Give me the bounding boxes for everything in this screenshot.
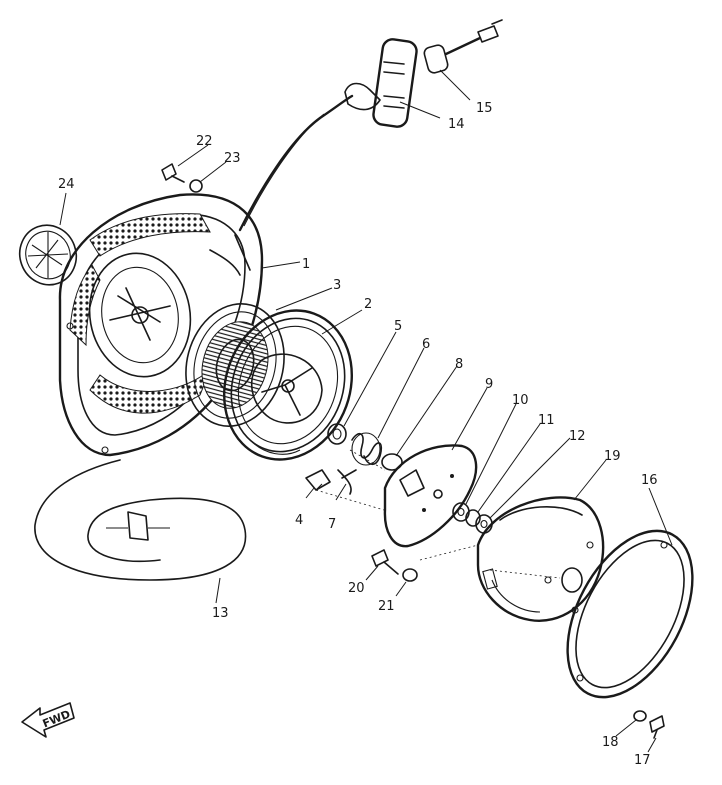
assembly-alignment-lines: [315, 449, 561, 579]
grip-handle-part-14: [344, 38, 418, 128]
emblem-part-24: [18, 224, 78, 286]
label-part-10: 10: [512, 393, 529, 408]
label-part-22: 22: [196, 134, 213, 149]
label-part-13: 13: [212, 606, 229, 621]
fwd-label: FWD: [41, 708, 73, 731]
pawl-part-4: [305, 469, 331, 491]
label-part-1: 1: [302, 257, 310, 272]
label-part-6: 6: [422, 337, 430, 352]
label-part-11: 11: [538, 413, 555, 428]
label-part-20: 20: [348, 581, 365, 596]
drive-plate-part-9: [383, 444, 478, 548]
gasket-part-16: [566, 529, 694, 699]
starter-cable: [238, 94, 354, 232]
label-part-2: 2: [364, 297, 372, 312]
bolt-part-22: [161, 163, 185, 183]
label-part-23: 23: [224, 151, 241, 166]
label-part-17: 17: [634, 753, 651, 768]
label-part-9: 9: [485, 377, 493, 392]
label-part-4: 4: [295, 513, 303, 528]
label-part-7: 7: [328, 517, 336, 532]
starter-rope-part-13: [34, 459, 247, 581]
fwd-arrow-icon: FWD: [21, 702, 75, 738]
washer-part-11: [465, 509, 481, 527]
label-part-21: 21: [378, 599, 395, 614]
label-part-14: 14: [448, 117, 465, 132]
starter-housing-part-1: [58, 193, 264, 457]
washer-part-21: [402, 568, 418, 582]
grip-end-part-15: [423, 19, 503, 74]
clip-part-8: [381, 453, 403, 471]
callout-leader-lines: [59, 69, 673, 753]
spring-part-6: [351, 432, 383, 466]
label-part-15: 15: [476, 101, 493, 116]
washer-part-18: [633, 710, 647, 722]
rope-reel-part-2: [223, 309, 353, 461]
label-part-12: 12: [569, 429, 586, 444]
label-part-3: 3: [333, 278, 341, 293]
pawl-spring-part-7: [337, 469, 357, 495]
label-part-18: 18: [602, 735, 619, 750]
washer-part-23: [189, 179, 203, 193]
label-part-19: 19: [604, 449, 621, 464]
label-part-8: 8: [455, 357, 463, 372]
part-number-labels: 1 2 3 4 5 6 7 8 9 10 11 12 13 14 15 16 1…: [58, 101, 658, 768]
label-part-16: 16: [641, 473, 658, 488]
bolt-part-17: [649, 715, 665, 739]
bolt-part-20: [371, 549, 399, 575]
washer-part-5: [327, 423, 347, 445]
starter-cup-part-19: [476, 496, 605, 622]
label-part-5: 5: [394, 319, 402, 334]
label-part-24: 24: [58, 177, 75, 192]
